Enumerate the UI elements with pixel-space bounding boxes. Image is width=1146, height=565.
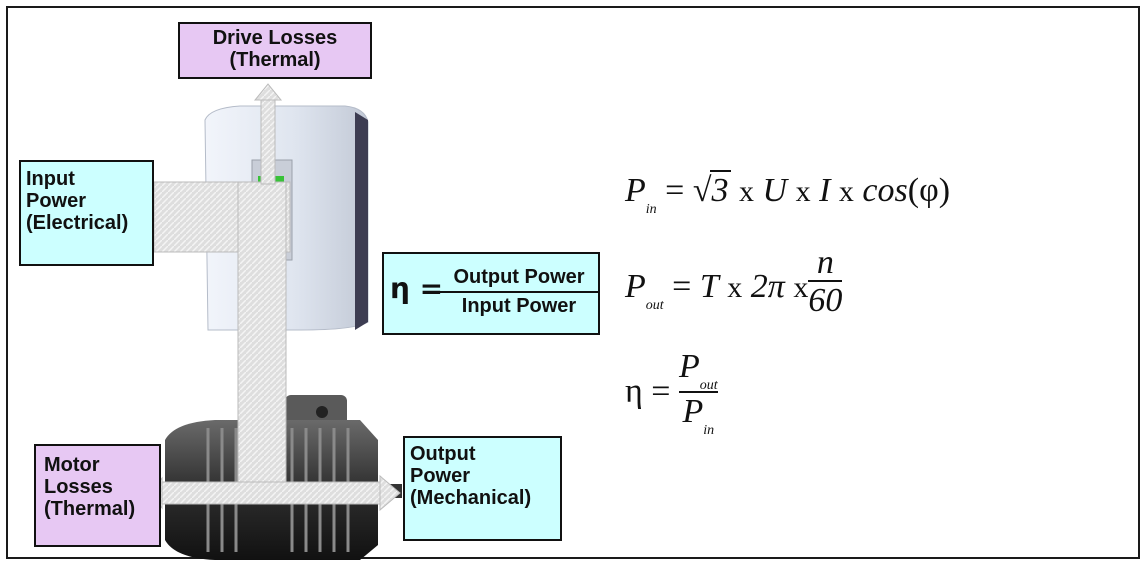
current-term: I	[819, 172, 831, 209]
efficiency-definition-box: η = Output Power Input Power	[382, 252, 600, 335]
pin-symbol: P	[625, 172, 646, 209]
cos-term: cos	[862, 172, 908, 209]
output-power-line-1: Output	[410, 443, 476, 465]
input-power-line-3: (Electrical)	[26, 212, 129, 234]
efficiency-denominator: Input Power	[461, 295, 577, 317]
fraction-bar	[678, 391, 718, 393]
motor-losses-line-1: Motor	[44, 454, 100, 476]
pin-subscript: in	[645, 202, 657, 217]
sqrt-value: 3	[709, 170, 731, 209]
input-power-line-2: Power	[26, 190, 87, 212]
fraction-bar	[440, 291, 598, 293]
times-sign: x	[838, 175, 854, 208]
num-p: P	[678, 348, 700, 385]
times-sign: x	[739, 175, 755, 208]
sqrt-sign: √	[692, 172, 712, 209]
motor-losses-line-3: (Thermal)	[44, 498, 136, 520]
efficiency-numerator: Output Power	[453, 266, 585, 288]
output-power-line-2: Power	[410, 465, 471, 487]
pout-subscript: out	[645, 297, 664, 313]
drive-losses-line-2: (Thermal)	[229, 49, 321, 71]
times-sign: x	[793, 270, 809, 304]
times-sign: x	[727, 270, 743, 304]
phi-term: (φ)	[907, 172, 951, 209]
two-pi-term: 2π	[750, 267, 785, 305]
pout-equals: =	[672, 267, 692, 305]
output-power-line-3: (Mechanical)	[410, 487, 532, 509]
motor-losses-label: Motor Losses (Thermal)	[34, 444, 161, 547]
eta-formula-symbol: η	[625, 372, 643, 410]
den-sub: in	[703, 423, 715, 438]
den-p: P	[682, 393, 704, 430]
eta-formula-equals: =	[651, 372, 671, 410]
efficiency-fraction: Output Power Input Power	[440, 266, 598, 317]
ratio-numerator: Pout	[678, 348, 718, 394]
eta-symbol: η =	[390, 272, 444, 305]
num-sub: out	[699, 378, 718, 393]
input-power-formula: Pin = √3 x U x I x cos(φ)	[625, 170, 951, 217]
drive-losses-label: Drive Losses (Thermal)	[178, 22, 372, 79]
motor-losses-line-2: Losses	[44, 476, 113, 498]
power-flow-arrow	[149, 83, 401, 512]
voltage-term: U	[762, 172, 788, 209]
input-power-line-1: Input	[26, 168, 75, 190]
ratio-denominator: Pin	[679, 393, 718, 438]
fraction-bar	[808, 280, 843, 282]
speed-numerator: n	[816, 244, 834, 281]
pout-symbol: P	[625, 267, 646, 305]
drive-losses-line-1: Drive Losses	[212, 27, 338, 49]
speed-denominator: 60	[808, 282, 843, 319]
input-power-label: Input Power (Electrical)	[19, 160, 154, 266]
pin-equals: =	[665, 172, 685, 209]
times-sign: x	[795, 175, 811, 208]
output-power-label: Output Power (Mechanical)	[403, 436, 562, 541]
torque-term: T	[699, 267, 719, 305]
